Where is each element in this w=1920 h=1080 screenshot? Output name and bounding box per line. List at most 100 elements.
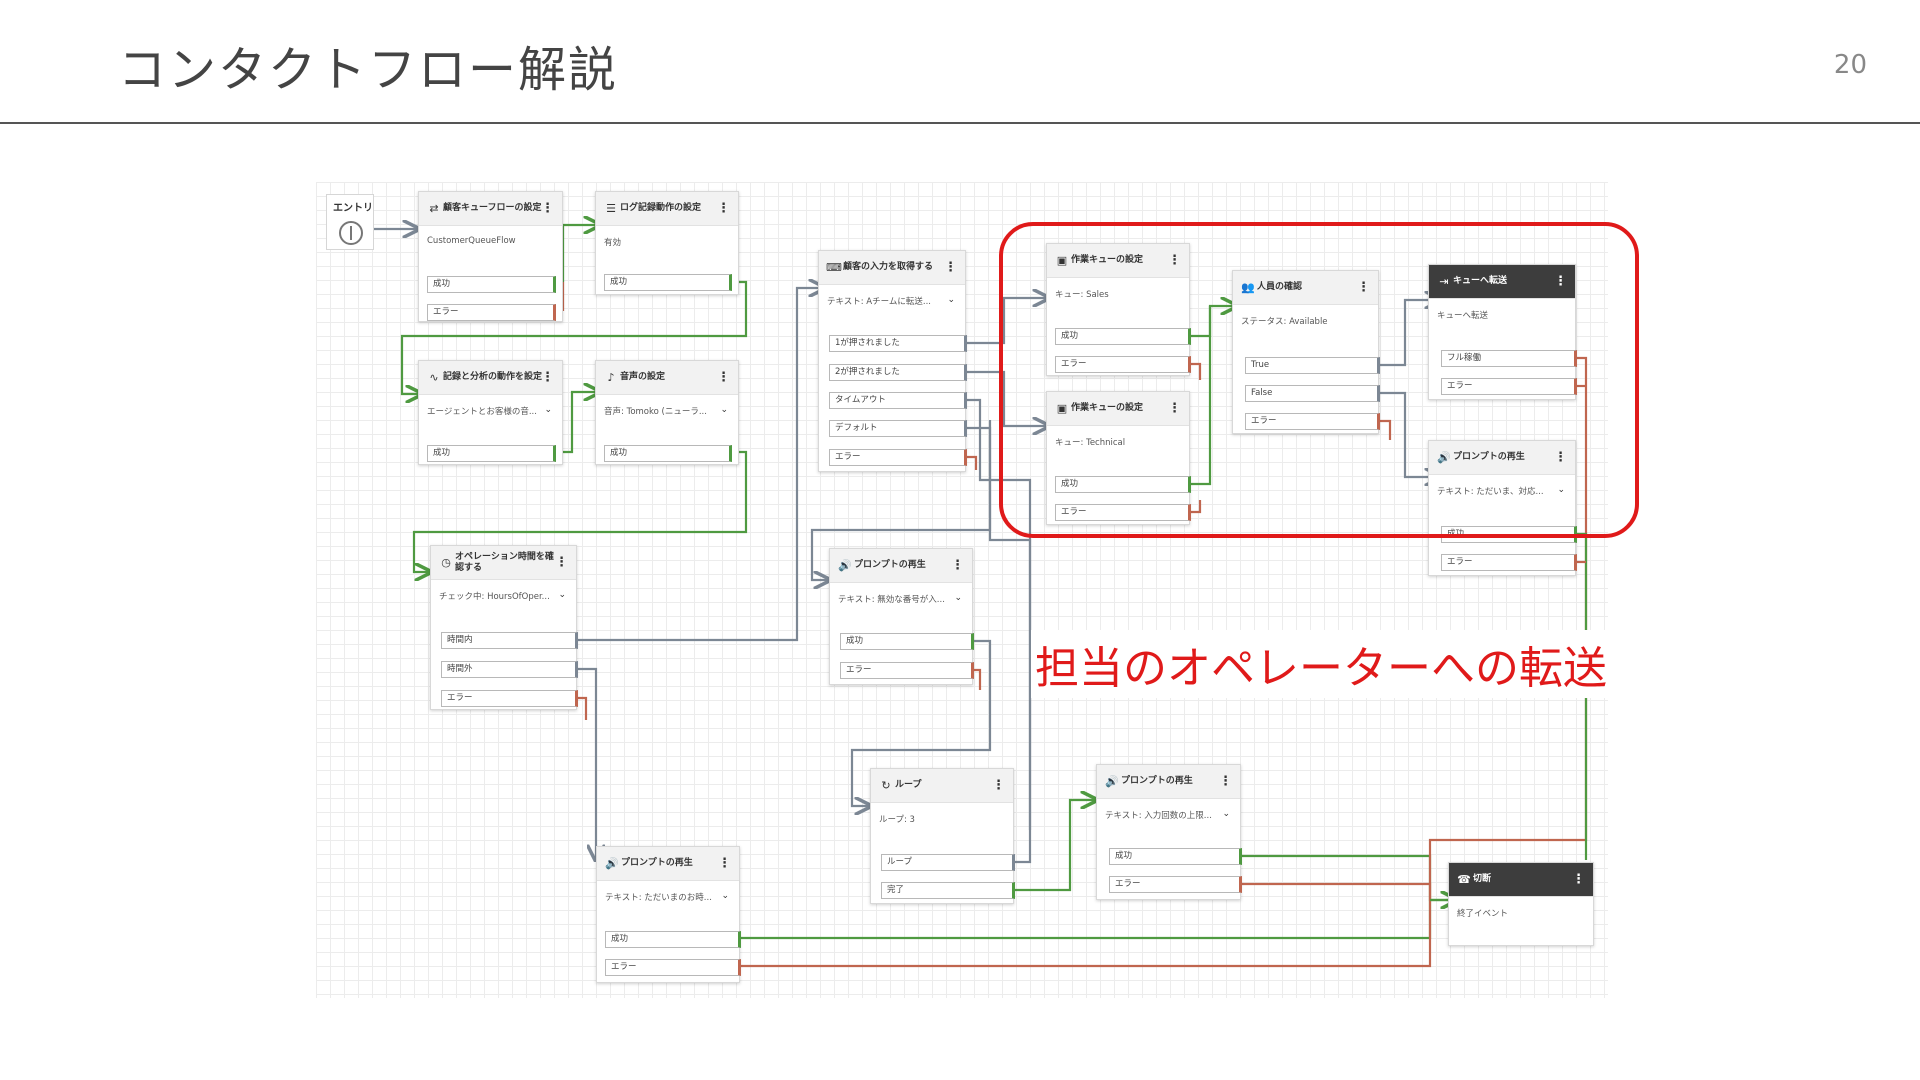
branch-error[interactable]: エラー: [1055, 504, 1191, 521]
block-parameter[interactable]: テキスト: Aチームに転送...⌄: [819, 285, 965, 315]
staff-icon: 👥: [1241, 281, 1255, 294]
branch-error[interactable]: エラー: [605, 959, 741, 976]
branch-success[interactable]: 成功: [605, 931, 741, 948]
chevron-down-icon[interactable]: ⌄: [558, 590, 566, 600]
branch-pressed-1[interactable]: 1が押されました: [829, 335, 967, 352]
chevron-down-icon[interactable]: ⌄: [954, 593, 962, 603]
more-menu-icon[interactable]: ⋮: [718, 856, 731, 871]
branch-success[interactable]: 成功: [604, 274, 732, 291]
highlight-frame: [999, 222, 1639, 538]
more-menu-icon[interactable]: ⋮: [1357, 280, 1370, 295]
block-set-queue-sales[interactable]: ▣作業キューの設定⋮ キュー: Sales 成功 エラー: [1046, 243, 1191, 376]
branch-out-of-hours[interactable]: 時間外: [441, 661, 578, 678]
parameter-text: エージェントとお客様の音...: [427, 407, 537, 417]
branch-error[interactable]: エラー: [1245, 413, 1380, 430]
branch-in-hours[interactable]: 時間内: [441, 632, 578, 649]
branch-error[interactable]: エラー: [427, 304, 556, 321]
branch-success[interactable]: 成功: [1055, 476, 1191, 493]
branch-success[interactable]: 成功: [427, 445, 556, 462]
block-set-queue-technical[interactable]: ▣作業キューの設定⋮ キュー: Technical 成功 エラー: [1046, 391, 1191, 525]
block-parameter[interactable]: テキスト: ただいまのお時...⌄: [597, 881, 739, 911]
block-title: 記録と分析の動作を設定: [443, 372, 543, 382]
more-menu-icon[interactable]: ⋮: [555, 555, 568, 570]
more-menu-icon[interactable]: ⋮: [1219, 774, 1232, 789]
more-menu-icon[interactable]: ⋮: [1168, 253, 1181, 268]
block-check-staffing[interactable]: 👥人員の確認⋮ ステータス: Available True False エラー: [1232, 270, 1380, 434]
branch-false[interactable]: False: [1245, 385, 1380, 402]
parameter-text: テキスト: ただいま、対応...: [1437, 487, 1544, 497]
more-menu-icon[interactable]: ⋮: [717, 370, 730, 385]
branch-true[interactable]: True: [1245, 357, 1380, 374]
more-menu-icon[interactable]: ⋮: [992, 778, 1005, 793]
branch-error[interactable]: エラー: [829, 449, 967, 466]
chevron-down-icon[interactable]: ⌄: [720, 405, 728, 415]
queue-icon: ▣: [1056, 402, 1068, 415]
more-menu-icon[interactable]: ⋮: [541, 370, 554, 385]
more-menu-icon[interactable]: ⋮: [1554, 274, 1567, 289]
block-parameter: ループ: 3: [879, 815, 915, 825]
block-check-hours[interactable]: ◷オペレーション時間を確認する⋮ チェック中: HoursOfOper...⌄ …: [430, 545, 578, 710]
block-voice-settings[interactable]: ♪音声の設定⋮ 音声: Tomoko (ニューラ...⌄ 成功: [595, 360, 739, 465]
branch-loop[interactable]: ループ: [881, 854, 1015, 871]
chevron-down-icon[interactable]: ⌄: [1557, 485, 1565, 495]
block-loop[interactable]: ↻ループ⋮ ループ: 3 ループ 完了: [870, 768, 1015, 904]
transfer-icon: ⇥: [1439, 275, 1449, 288]
more-menu-icon[interactable]: ⋮: [1572, 872, 1585, 887]
branch-error[interactable]: エラー: [1441, 554, 1577, 571]
branch-success[interactable]: 成功: [604, 445, 732, 462]
speaker-icon: 🔊: [1437, 451, 1451, 464]
block-customer-queue-flow[interactable]: ⇄顧客キューフローの設定⋮ CustomerQueueFlow 成功 エラー: [418, 191, 563, 322]
block-title: プロンプトの再生: [854, 560, 926, 570]
more-menu-icon[interactable]: ⋮: [944, 260, 957, 275]
branch-complete[interactable]: 完了: [881, 882, 1015, 899]
branch-success[interactable]: 成功: [427, 276, 556, 293]
more-menu-icon[interactable]: ⋮: [717, 201, 730, 216]
block-parameter[interactable]: エージェントとお客様の音... ⌄: [419, 395, 562, 425]
branch-pressed-2[interactable]: 2が押されました: [829, 364, 967, 381]
block-play-prompt-limit[interactable]: 🔊プロンプトの再生⋮ テキスト: 入力回数の上限...⌄ 成功 エラー: [1096, 764, 1242, 900]
block-parameter[interactable]: テキスト: 無効な番号が入... ⌄: [830, 583, 972, 613]
chevron-down-icon[interactable]: ⌄: [544, 405, 552, 415]
chevron-down-icon[interactable]: ⌄: [721, 891, 729, 901]
block-parameter[interactable]: テキスト: ただいま、対応... ⌄: [1429, 475, 1575, 505]
entry-node[interactable]: エントリ: [326, 194, 374, 250]
more-menu-icon[interactable]: ⋮: [951, 558, 964, 573]
block-title: 切断: [1473, 874, 1492, 884]
branch-timeout[interactable]: タイムアウト: [829, 392, 967, 409]
block-title: ログ記録動作の設定: [620, 203, 702, 213]
block-title: キューへ転送: [1453, 276, 1508, 286]
entry-start-icon: [339, 221, 363, 245]
branch-default[interactable]: デフォルト: [829, 420, 967, 437]
branch-at-capacity[interactable]: フル稼働: [1441, 350, 1577, 367]
block-recording-analytics[interactable]: ∿記録と分析の動作を設定⋮ エージェントとお客様の音...⌄ 成功: [418, 360, 563, 465]
block-play-prompt-busy[interactable]: 🔊プロンプトの再生⋮ テキスト: ただいま、対応...⌄ 成功 エラー: [1428, 440, 1577, 576]
branch-success[interactable]: 成功: [1055, 328, 1191, 345]
block-parameter: ステータス: Available: [1241, 317, 1328, 327]
branch-success[interactable]: 成功: [840, 633, 974, 650]
branch-error[interactable]: エラー: [1441, 378, 1577, 395]
block-parameter[interactable]: テキスト: 入力回数の上限... ⌄: [1097, 799, 1240, 829]
more-menu-icon[interactable]: ⋮: [541, 201, 554, 216]
block-parameter[interactable]: チェック中: HoursOfOper...⌄: [431, 580, 576, 610]
branch-success[interactable]: 成功: [1109, 848, 1242, 865]
chevron-down-icon[interactable]: ⌄: [1222, 809, 1230, 819]
block-get-customer-input[interactable]: ⌨顧客の入力を取得する⋮ テキスト: Aチームに転送...⌄ 1が押されました …: [818, 250, 967, 472]
more-menu-icon[interactable]: ⋮: [1554, 450, 1567, 465]
parameter-text: テキスト: 入力回数の上限...: [1105, 811, 1212, 821]
branch-error[interactable]: エラー: [1109, 876, 1242, 893]
branch-error[interactable]: エラー: [1055, 356, 1191, 373]
block-disconnect[interactable]: ☎切断⋮ 終了イベント: [1448, 862, 1594, 946]
chevron-down-icon[interactable]: ⌄: [947, 295, 955, 305]
block-parameter[interactable]: 音声: Tomoko (ニューラ...⌄: [596, 395, 738, 425]
block-play-prompt-invalid[interactable]: 🔊プロンプトの再生⋮ テキスト: 無効な番号が入...⌄ 成功 エラー: [829, 548, 974, 685]
block-logging-behavior[interactable]: ☰ログ記録動作の設定⋮ 有効 成功: [595, 191, 739, 295]
parameter-text: テキスト: 無効な番号が入...: [838, 595, 945, 605]
branch-error[interactable]: エラー: [840, 662, 974, 679]
branch-error[interactable]: エラー: [441, 690, 578, 707]
log-icon: ☰: [606, 202, 616, 215]
block-parameter: CustomerQueueFlow: [427, 236, 516, 246]
block-play-prompt-closed[interactable]: 🔊プロンプトの再生⋮ テキスト: ただいまのお時...⌄ 成功 エラー: [596, 846, 741, 983]
more-menu-icon[interactable]: ⋮: [1168, 401, 1181, 416]
block-parameter: キュー: Sales: [1055, 290, 1109, 300]
block-transfer-to-queue[interactable]: ⇥キューへ転送⋮ キューへ転送 フル稼働 エラー: [1428, 264, 1577, 400]
